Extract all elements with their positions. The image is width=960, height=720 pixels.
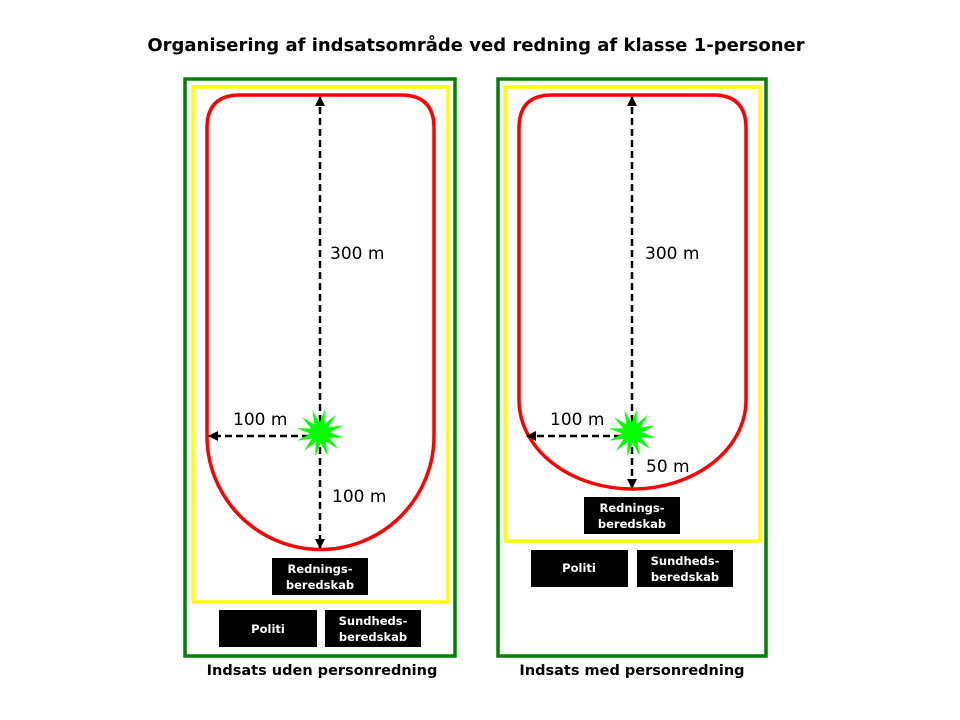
diagram-title: Organisering af indsatsområde ved rednin… xyxy=(147,34,804,56)
incident-star-icon xyxy=(608,409,656,457)
distance-down-label: 100 m xyxy=(332,487,386,507)
distance-up-label: 300 m xyxy=(330,244,384,264)
inner-zone xyxy=(205,93,436,552)
distance-down-label: 50 m xyxy=(646,457,690,477)
health-label-1: Sundheds- xyxy=(651,554,720,568)
outer-zone xyxy=(183,77,457,658)
panel-caption: Indsats uden personredning xyxy=(207,663,438,679)
police-box xyxy=(531,550,628,587)
health-box xyxy=(637,550,733,587)
rescue-label-2: beredskab xyxy=(286,578,354,592)
rescue-box xyxy=(584,497,680,534)
distance-up-label: 300 m xyxy=(645,244,699,264)
rescue-box xyxy=(272,558,368,595)
rescue-label-2: beredskab xyxy=(598,517,666,531)
inner-zone xyxy=(517,93,748,491)
police-label: Politi xyxy=(562,561,596,575)
incident-star-icon xyxy=(296,409,344,457)
health-label-1: Sundheds- xyxy=(339,614,408,628)
police-box xyxy=(219,610,317,647)
rescue-label-1: Rednings- xyxy=(599,501,664,515)
health-box xyxy=(325,610,421,647)
panel-caption: Indsats med personredning xyxy=(519,663,744,679)
health-label-2: beredskab xyxy=(651,570,719,584)
panel-with-rescue: 300 m 100 m 50 m Rednings- beredskab Pol… xyxy=(496,77,768,679)
outer-zone xyxy=(496,77,768,658)
distance-side-label: 100 m xyxy=(233,410,287,430)
middle-zone xyxy=(503,85,762,543)
panel-without-rescue: 300 m 100 m 100 m Rednings- beredskab Po… xyxy=(183,77,457,679)
middle-zone xyxy=(191,85,450,604)
health-label-2: beredskab xyxy=(339,630,407,644)
rescue-label-1: Rednings- xyxy=(287,562,352,576)
police-label: Politi xyxy=(251,622,285,636)
distance-side-label: 100 m xyxy=(550,410,604,430)
